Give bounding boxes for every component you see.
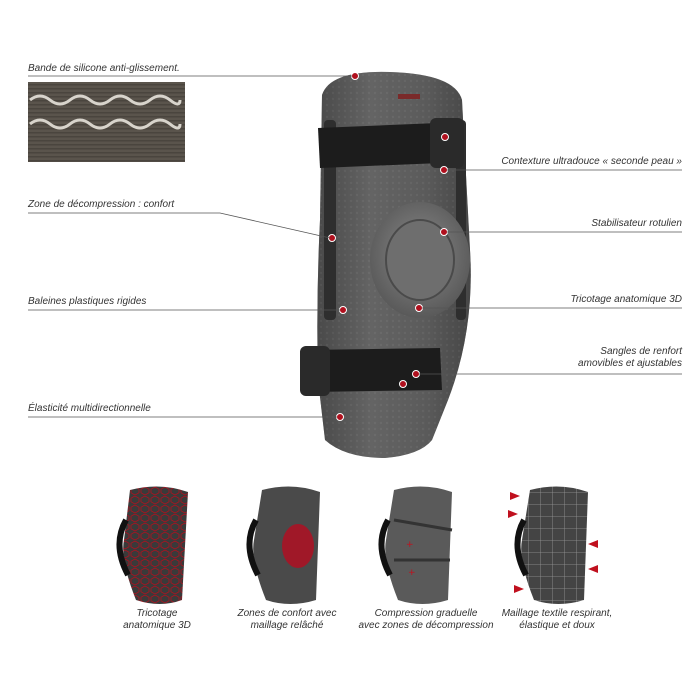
feature-thumb-knit-3d xyxy=(116,486,188,604)
feature-thumb-breathable-mesh xyxy=(508,486,598,604)
lower-strap xyxy=(306,348,442,392)
feature-thumb-graduated-compression: + + xyxy=(378,486,453,604)
feature-caption-comfort-zones: Zones de confort avec maillage relâché xyxy=(222,608,352,632)
feature-caption-graduated-compression: Compression graduelle avec zones de déco… xyxy=(356,608,496,632)
side-stay-left xyxy=(324,120,336,320)
callout-decompression-zone: Zone de décompression : confort xyxy=(28,199,175,210)
feature-caption-line1: Maillage textile respirant, xyxy=(501,608,613,619)
feature-caption-line2: élastique et doux xyxy=(519,620,595,631)
callout-straps-line2: amovibles et ajustables xyxy=(578,358,682,369)
feature-caption-line1: Tricotage xyxy=(136,608,178,619)
callout-soft-texture: Contexture ultradouce « seconde peau » xyxy=(501,156,682,167)
knee-brace xyxy=(300,71,471,458)
feature-caption-knit-3d: Tricotage anatomique 3D xyxy=(92,608,222,632)
feature-caption-line2: avec zones de décompression xyxy=(358,620,494,631)
feature-caption-line1: Zones de confort avec xyxy=(237,608,337,619)
callout-multidirectional-elasticity: Élasticité multidirectionnelle xyxy=(28,403,151,414)
feature-caption-line1: Compression graduelle xyxy=(374,608,478,619)
callout-plastic-stays: Baleines plastiques rigides xyxy=(28,296,147,307)
callout-straps: Sangles de renfort amovibles et ajustabl… xyxy=(578,346,682,370)
feature-thumb-comfort-zones xyxy=(246,486,320,604)
upper-strap xyxy=(318,122,464,168)
callout-straps-line1: Sangles de renfort xyxy=(600,346,682,357)
silicone-band-swatch xyxy=(28,82,185,162)
callout-knit-3d: Tricotage anatomique 3D xyxy=(570,294,682,305)
svg-text:+: + xyxy=(408,568,416,578)
callout-patellar-stabilizer: Stabilisateur rotulien xyxy=(591,218,682,229)
feature-caption-line2: maillage relâché xyxy=(250,620,324,631)
feature-caption-line2: anatomique 3D xyxy=(123,620,191,631)
feature-caption-breathable-mesh: Maillage textile respirant, élastique et… xyxy=(492,608,622,632)
svg-text:+: + xyxy=(406,540,414,550)
callout-silicone-band: Bande de silicone anti-glissement. xyxy=(28,63,180,74)
